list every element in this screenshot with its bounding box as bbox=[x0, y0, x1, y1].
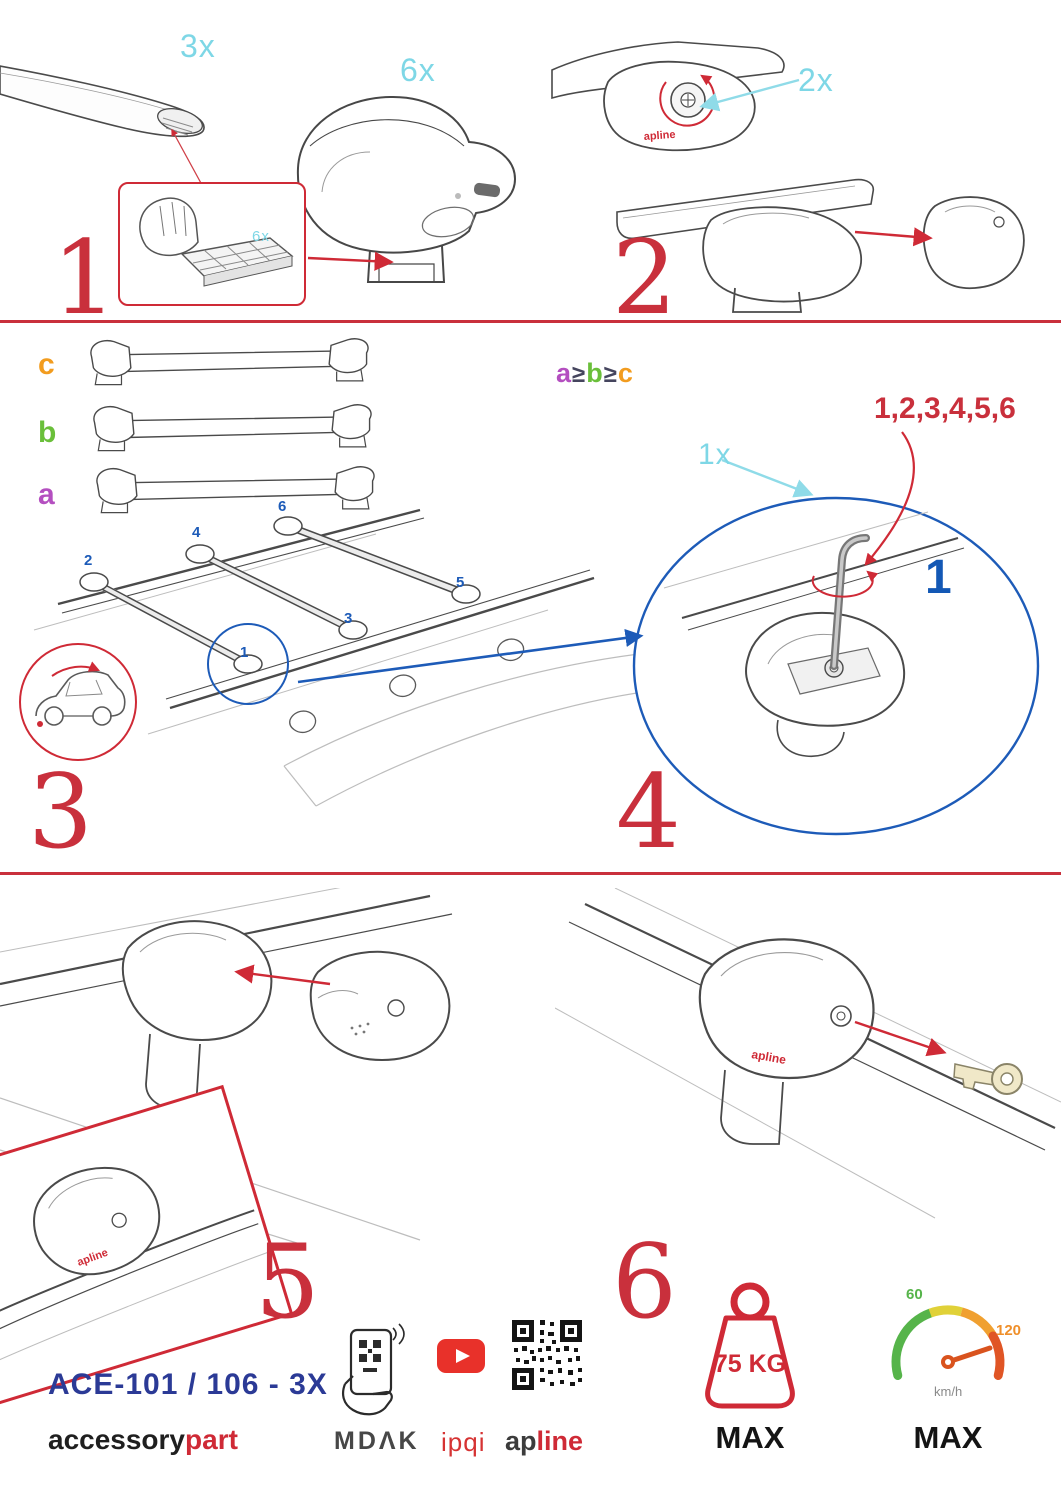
cover-install-illustration bbox=[0, 888, 453, 1245]
step2-number: 2 bbox=[612, 219, 677, 338]
tightening-sequence-label: 1,2,3,4,5,6 bbox=[874, 392, 1016, 425]
mdak-logo: MDΛK bbox=[334, 1427, 420, 1455]
section-divider-1 bbox=[0, 320, 1061, 323]
crossbar-illustration bbox=[0, 65, 205, 138]
roof-overview: 2 4 6 1 3 5 bbox=[28, 498, 658, 816]
speed-low-label: 60 bbox=[906, 1286, 923, 1303]
crossbar-c-illustration bbox=[90, 338, 369, 386]
brand-part: part bbox=[185, 1424, 238, 1455]
rule-c: c bbox=[617, 358, 634, 388]
cover-slide-arrow bbox=[234, 964, 331, 986]
speed-max-label: MAX bbox=[913, 1420, 983, 1455]
foot-illustration bbox=[296, 95, 517, 283]
speed-high-label: 120 bbox=[996, 1322, 1022, 1339]
weight-max-label: MAX bbox=[715, 1420, 785, 1455]
crossbar-b-illustration bbox=[93, 404, 372, 452]
brand-wordmark: accessorypart bbox=[48, 1424, 238, 1456]
lock-key-illustration: apline bbox=[555, 888, 1061, 1219]
key-icon bbox=[953, 1063, 1023, 1095]
step3-number: 3 bbox=[28, 753, 93, 872]
tool-qty-arrow bbox=[721, 458, 814, 498]
step4-number: 4 bbox=[616, 753, 681, 872]
pad-to-foot-arrow bbox=[307, 251, 394, 271]
finished-foot-illustration: apline bbox=[0, 1166, 272, 1366]
position-1-highlight-circle bbox=[207, 623, 289, 705]
roof-direction-arrow bbox=[51, 661, 101, 677]
endcap-quantity-label: 2x bbox=[798, 62, 834, 98]
foot-logo-text: apline bbox=[643, 129, 676, 143]
foot-logo-text: apline bbox=[750, 1047, 787, 1067]
rule-gte-2: ≥ bbox=[603, 361, 618, 388]
rule-b: b bbox=[586, 358, 604, 388]
step5-number: 5 bbox=[255, 1223, 320, 1342]
bar-quantity-label: 3x bbox=[180, 28, 216, 64]
step1-number: 1 bbox=[52, 219, 117, 338]
rotate-key-arrow bbox=[811, 570, 879, 598]
speed-unit-label: km/h bbox=[934, 1384, 963, 1399]
lock-keyhole bbox=[830, 1005, 852, 1027]
position-label-4: 4 bbox=[192, 524, 201, 541]
sequence-arrow bbox=[864, 431, 915, 566]
qr-code bbox=[512, 1320, 582, 1390]
youtube-icon bbox=[437, 1339, 485, 1373]
weight-limit-icon bbox=[705, 1282, 795, 1409]
finished-foot-inset: apline bbox=[0, 1084, 294, 1406]
bar-a-label: a bbox=[38, 478, 55, 511]
phone-qr-scan-icon bbox=[342, 1323, 405, 1416]
ipqi-logo: ipqi bbox=[441, 1427, 486, 1457]
torque-zoom-illustration bbox=[632, 496, 1040, 836]
tool-quantity-label: 1x bbox=[698, 438, 732, 471]
foot-knob-illustration: apline bbox=[551, 41, 785, 152]
position-label-6: 6 bbox=[278, 498, 287, 515]
bar-b-label: b bbox=[38, 416, 57, 449]
pad-detail-inset bbox=[118, 182, 306, 306]
apline-suffix: line bbox=[536, 1426, 584, 1456]
crossbar-a-illustration bbox=[96, 466, 375, 514]
foot-quantity-label: 6x bbox=[400, 52, 436, 88]
pad-detail-illustration bbox=[139, 197, 294, 287]
weight-limit-value: 75 KG bbox=[713, 1350, 787, 1378]
speed-limit-badge: 60 120 km/h MAX bbox=[878, 1284, 1022, 1464]
first-position-label: 1 bbox=[925, 551, 952, 604]
endcap-part bbox=[922, 196, 1025, 290]
position-label-5: 5 bbox=[456, 574, 465, 591]
apline-prefix: ap bbox=[505, 1426, 537, 1456]
position-label-1: 1 bbox=[240, 644, 249, 661]
rotate-knob-arrow bbox=[659, 74, 716, 127]
bar-c-label: c bbox=[38, 348, 55, 381]
endcap-install-illustration bbox=[616, 178, 1025, 313]
pad-quantity-label: 6x bbox=[252, 228, 270, 245]
model-code: ACE-101 / 106 - 3X bbox=[48, 1368, 328, 1401]
position-label-3: 3 bbox=[344, 610, 353, 627]
section-divider-2 bbox=[0, 872, 1061, 875]
rule-gte-1: ≥ bbox=[572, 361, 587, 388]
apline-logo: apline bbox=[505, 1426, 583, 1457]
key-insert-arrow bbox=[854, 1020, 947, 1057]
brand-accessory: accessory bbox=[48, 1424, 186, 1455]
endcap-insert-arrow bbox=[854, 227, 933, 247]
endcap-qty-arrow bbox=[699, 78, 800, 112]
step6-number: 6 bbox=[612, 1223, 677, 1342]
zoom-pointer-arrow bbox=[297, 628, 644, 684]
gauge-needle bbox=[945, 1345, 993, 1365]
roof-illustration bbox=[33, 508, 658, 807]
car-overview-illustration bbox=[19, 643, 137, 761]
size-rule-label: a≥b≥c bbox=[556, 358, 634, 389]
speedometer-icon bbox=[891, 1305, 1005, 1380]
lock-cover-part bbox=[309, 950, 451, 1062]
position-label-2: 2 bbox=[84, 552, 93, 569]
rule-a: a bbox=[556, 358, 573, 388]
